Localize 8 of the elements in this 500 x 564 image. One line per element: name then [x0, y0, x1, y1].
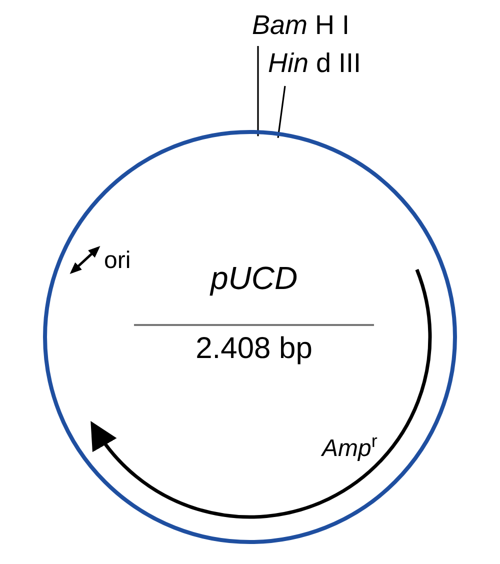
gene-label: Amp$^{r}$ [322, 434, 378, 464]
restriction-site-label: Bam H I [252, 8, 350, 42]
leader-line [257, 46, 259, 136]
ori-label: ori [104, 246, 131, 276]
plasmid-name: pUCD [208, 259, 299, 298]
plasmid-size: 2.408 bp [194, 331, 314, 367]
leader-line [277, 86, 286, 138]
restriction-site-label: Hin d III [268, 46, 362, 80]
